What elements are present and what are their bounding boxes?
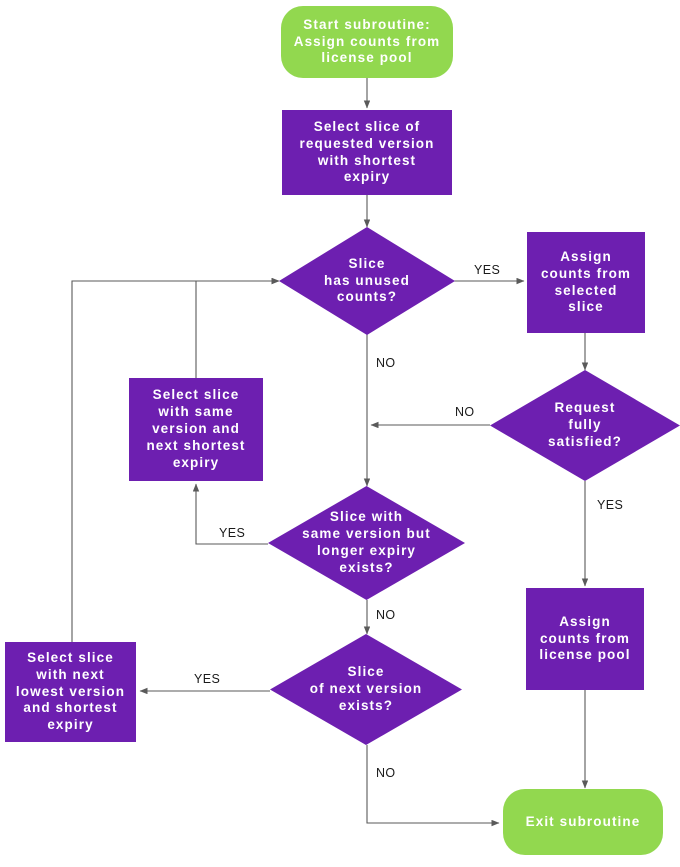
edge-label-next-version-exists-yes: YES xyxy=(194,672,221,686)
edge-label-has-unused-no: NO xyxy=(376,356,396,370)
node-select-same-version-next-shortest-label: Select slice with same version and next … xyxy=(146,387,246,470)
edge-label-request-satisfied-no: NO xyxy=(455,405,475,419)
node-select-same-version-next-shortest[interactable]: Select slice with same version and next … xyxy=(129,378,263,481)
edge-label-same-version-longer-no: NO xyxy=(376,608,396,622)
node-select-requested-slice-label: Select slice of requested version with s… xyxy=(299,118,435,185)
node-exit-label: Exit subroutine xyxy=(525,813,641,829)
node-next-version-slice-exists[interactable]: Slice of next version exists? xyxy=(270,634,462,745)
node-assign-counts-license-pool-label: Assign counts from license pool xyxy=(539,613,631,663)
node-slice-has-unused-counts[interactable]: Slice has unused counts? xyxy=(279,227,455,335)
node-select-next-lowest-version[interactable]: Select slice with next lowest version an… xyxy=(5,642,136,742)
edge-label-request-satisfied-yes: YES xyxy=(597,498,624,512)
node-next-version-slice-exists-label: Slice of next version exists? xyxy=(309,664,423,713)
node-request-fully-satisfied-label: Request fully satisfied? xyxy=(547,400,623,449)
edge-select-same-next-to-has-unused xyxy=(195,277,280,378)
edge-label-has-unused-yes: YES xyxy=(474,263,501,277)
node-assign-counts-selected-slice-label: Assign counts from selected slice xyxy=(540,248,632,315)
node-same-version-longer-expiry-exists[interactable]: Slice with same version but longer expir… xyxy=(268,486,465,600)
node-request-fully-satisfied[interactable]: Request fully satisfied? xyxy=(490,370,680,481)
node-assign-counts-license-pool[interactable]: Assign counts from license pool xyxy=(526,588,644,690)
node-select-next-lowest-version-label: Select slice with next lowest version an… xyxy=(15,649,126,733)
node-same-version-longer-expiry-exists-label: Slice with same version but longer expir… xyxy=(302,509,431,575)
node-assign-counts-selected-slice[interactable]: Assign counts from selected slice xyxy=(527,232,645,333)
node-slice-has-unused-counts-label: Slice has unused counts? xyxy=(323,255,410,305)
node-start[interactable]: Start subroutine: Assign counts from lic… xyxy=(281,6,453,78)
node-select-requested-slice[interactable]: Select slice of requested version with s… xyxy=(282,110,452,195)
edge-next-version-exists-no xyxy=(366,745,500,827)
edge-label-next-version-exists-no: NO xyxy=(376,766,396,780)
node-start-label: Start subroutine: Assign counts from lic… xyxy=(293,16,441,66)
edge-label-same-version-longer-yes: YES xyxy=(219,526,246,540)
node-exit[interactable]: Exit subroutine xyxy=(503,789,663,855)
